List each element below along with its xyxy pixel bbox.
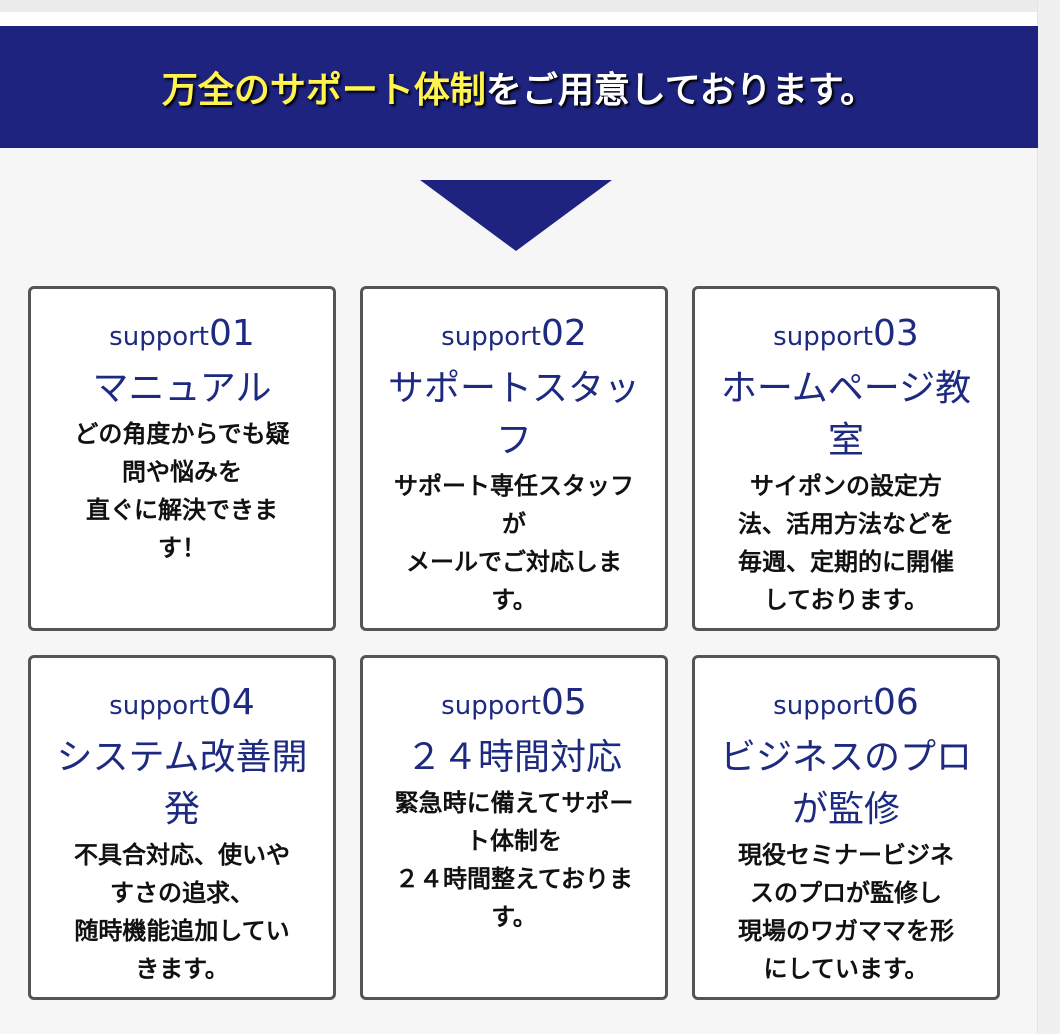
- support-banner: 万全のサポート体制をご用意しております。: [0, 26, 1038, 148]
- support-number: support05: [363, 680, 665, 732]
- card-description-line: が: [502, 510, 526, 538]
- support-num: 06: [873, 682, 919, 723]
- support-num: 04: [209, 682, 255, 723]
- card-title: ホームページ教室: [701, 363, 991, 467]
- card-title-line: ２４時間対応: [405, 737, 622, 778]
- support-number: support01: [31, 311, 333, 363]
- support-card-01: support01 マニュアルどの角度からでも疑問や悩みを直ぐに解決できます！: [28, 286, 336, 631]
- card-title: サポートスタッフ: [369, 363, 659, 467]
- card-description-line: 緊急時に備えてサポー: [394, 789, 634, 817]
- top-strip: [0, 0, 1038, 12]
- down-arrow-icon: [420, 180, 612, 251]
- card-title-line: 室: [827, 420, 864, 461]
- card-description-line: すさの追求、: [110, 879, 254, 907]
- card-title-line: マニュアル: [92, 368, 272, 409]
- banner-highlight: 万全のサポート体制: [161, 70, 486, 111]
- card-description-line: す。: [491, 903, 537, 931]
- card-description-line: 随時機能追加してい: [74, 917, 290, 945]
- support-num: 05: [541, 682, 587, 723]
- card-title: ビジネスのプロが監修: [701, 732, 991, 836]
- card-description-line: きます。: [135, 955, 229, 983]
- support-number: support04: [31, 680, 333, 732]
- card-description: サポート専任スタッフがメールでご対応します。: [363, 467, 665, 619]
- card-description-line: 法、活用方法などを: [738, 510, 954, 538]
- card-description: サイポンの設定方法、活用方法などを毎週、定期的に開催しております。: [695, 467, 997, 619]
- card-description-line: サイポンの設定方: [750, 472, 942, 500]
- support-number: support06: [695, 680, 997, 732]
- support-prefix: support: [109, 691, 209, 721]
- support-card-05: support05 ２４時間対応緊急時に備えてサポート体制を ２４時間整えております…: [360, 655, 668, 1000]
- card-description-line: す。: [491, 586, 537, 614]
- support-num: 02: [541, 313, 587, 354]
- support-num: 03: [873, 313, 919, 354]
- card-description: 現役セミナービジネスのプロが監修し現場のワガママを形にしています。: [695, 836, 997, 988]
- card-description-line: どの角度からでも疑: [74, 420, 290, 448]
- card-description-line: 直ぐに解決できま: [86, 496, 278, 524]
- support-prefix: support: [441, 322, 541, 352]
- banner-rest: をご用意しております。: [485, 70, 877, 111]
- card-description-line: 現役セミナービジネ: [738, 841, 954, 869]
- support-number: support03: [695, 311, 997, 363]
- support-number: support02: [363, 311, 665, 363]
- support-prefix: support: [773, 322, 873, 352]
- support-prefix: support: [109, 322, 209, 352]
- card-description-line: サポート専任スタッフ: [394, 472, 634, 500]
- card-description-line: スのプロが監修し: [750, 879, 942, 907]
- support-prefix: support: [773, 691, 873, 721]
- card-description-line: 不具合対応、使いや: [74, 841, 290, 869]
- card-title-line: 発: [163, 789, 200, 830]
- card-description-line: ２４時間整えておりま: [394, 865, 634, 893]
- white-strip: [0, 12, 1038, 26]
- card-title: マニュアル: [37, 363, 327, 415]
- card-title-line: システム改善開: [56, 737, 308, 778]
- card-title-line: サポートスタッ: [387, 368, 640, 409]
- card-title-line: ビジネスのプロ: [719, 737, 972, 778]
- card-description-line: しております。: [763, 586, 929, 614]
- card-title: システム改善開発: [37, 732, 327, 836]
- card-description-line: にしています。: [763, 955, 929, 983]
- card-description: どの角度からでも疑問や悩みを直ぐに解決できます！: [31, 415, 333, 567]
- card-description-line: ト体制を: [466, 827, 562, 855]
- card-title-line: フ: [495, 420, 532, 461]
- card-title-line: ホームページ教: [720, 368, 972, 409]
- support-prefix: support: [441, 691, 541, 721]
- support-num: 01: [209, 313, 255, 354]
- card-description: 不具合対応、使いやすさの追求、随時機能追加していきます。: [31, 836, 333, 988]
- card-title-line: が監修: [791, 789, 900, 830]
- card-description: 緊急時に備えてサポート体制を ２４時間整えております。: [363, 784, 665, 936]
- card-description-line: す！: [158, 534, 206, 562]
- banner-heading: 万全のサポート体制をご用意しております。: [162, 61, 876, 113]
- card-title: ２４時間対応: [369, 732, 659, 784]
- card-description-line: 問や悩みを: [122, 458, 242, 486]
- card-description-line: 毎週、定期的に開催: [738, 548, 954, 576]
- page-edge: [1037, 0, 1060, 1034]
- card-description-line: 現場のワガママを形: [738, 917, 954, 945]
- card-description-line: メールでご対応しま: [406, 548, 622, 576]
